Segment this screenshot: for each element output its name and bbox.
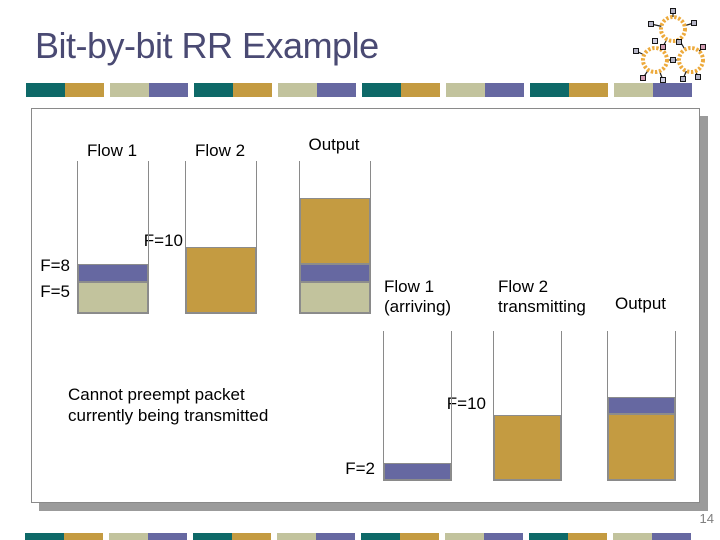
output-queue-label: Output xyxy=(308,135,360,154)
packet-purple-f2 xyxy=(384,463,451,480)
band-segment-teal xyxy=(193,533,232,540)
band-segment-pair xyxy=(445,533,523,540)
output-right-label: Output xyxy=(614,294,667,313)
decorative-band-top xyxy=(26,83,692,97)
packet-purple-f8 xyxy=(78,264,148,282)
band-segment-purple xyxy=(149,83,188,97)
packet-beige-output xyxy=(300,282,370,313)
band-segment-pair xyxy=(613,533,691,540)
band-segment-gold xyxy=(65,83,104,97)
band-segment-pair xyxy=(109,533,187,540)
band-segment-teal xyxy=(362,83,401,97)
band-segment-purple xyxy=(317,83,356,97)
band-segment-pair xyxy=(446,83,524,97)
band-segment-pair xyxy=(614,83,692,97)
slide-title: Bit-by-bit RR Example xyxy=(35,25,379,66)
flow2-transmitting-label-line1: Flow 2 xyxy=(498,277,549,296)
band-segment-pair xyxy=(529,533,607,540)
finish-tag-f10-left: F=10 xyxy=(143,231,183,250)
queue-flow2 xyxy=(185,161,257,314)
note-cannot-preempt: Cannot preempt packet currently being tr… xyxy=(68,384,268,426)
band-segment-beige xyxy=(109,533,148,540)
band-segment-beige xyxy=(613,533,652,540)
band-segment-pair xyxy=(362,83,440,97)
note-line2: currently being transmitted xyxy=(68,406,269,425)
packet-purple-output xyxy=(300,264,370,282)
packet-beige-f5 xyxy=(78,282,148,313)
band-segment-purple xyxy=(652,533,691,540)
band-segment-gold xyxy=(569,83,608,97)
band-segment-purple xyxy=(484,533,523,540)
flow1-queue-label: Flow 1 xyxy=(86,141,138,160)
band-segment-pair xyxy=(530,83,608,97)
band-segment-gold xyxy=(233,83,272,97)
band-segment-purple xyxy=(653,83,692,97)
band-segment-pair xyxy=(26,83,104,97)
band-segment-gold xyxy=(400,533,439,540)
band-segment-gold xyxy=(64,533,103,540)
band-segment-pair xyxy=(277,533,355,540)
flow2-transmitting-label-line2: transmitting xyxy=(498,297,586,316)
band-segment-beige xyxy=(614,83,653,97)
queue-flow2-transmitting xyxy=(493,331,562,481)
band-segment-teal xyxy=(361,533,400,540)
queue-flow1 xyxy=(77,161,149,314)
band-segment-teal xyxy=(194,83,233,97)
band-segment-gold xyxy=(401,83,440,97)
finish-tag-f10-right: F=10 xyxy=(446,394,486,413)
queue-flow1-arriving xyxy=(383,331,452,481)
band-segment-pair xyxy=(194,83,272,97)
band-segment-purple xyxy=(148,533,187,540)
page-number: 14 xyxy=(699,511,714,526)
flow2-transmitting-label: Flow 2 transmitting xyxy=(498,277,586,317)
band-segment-teal xyxy=(529,533,568,540)
band-segment-pair xyxy=(361,533,439,540)
decorative-band-bottom xyxy=(25,533,691,540)
band-segment-teal xyxy=(530,83,569,97)
band-segment-gold xyxy=(232,533,271,540)
packet-purple-output-right xyxy=(608,397,675,414)
queue-output xyxy=(299,161,371,314)
band-segment-pair xyxy=(278,83,356,97)
note-line1: Cannot preempt packet xyxy=(68,385,245,404)
band-segment-beige xyxy=(110,83,149,97)
flow1-arriving-label-line1: Flow 1 xyxy=(384,277,435,296)
band-segment-pair xyxy=(193,533,271,540)
band-segment-beige xyxy=(446,83,485,97)
band-segment-pair xyxy=(110,83,188,97)
diagram-panel: Flow 1 Flow 2 Output F=10 F=8 F=5 Cannot… xyxy=(31,108,700,503)
finish-tag-f2: F=2 xyxy=(345,459,375,478)
band-segment-beige xyxy=(277,533,316,540)
flow1-arriving-label-line2: (arriving) xyxy=(384,297,452,316)
band-segment-pair xyxy=(25,533,103,540)
band-segment-purple xyxy=(316,533,355,540)
network-rings-icon xyxy=(633,8,706,83)
finish-tag-f8: F=8 xyxy=(40,256,70,275)
band-segment-teal xyxy=(26,83,65,97)
packet-gold-f10-transmitting xyxy=(494,415,561,480)
packet-gold-output xyxy=(300,198,370,264)
flow2-queue-label: Flow 2 xyxy=(194,141,246,160)
queue-output-right xyxy=(607,331,676,481)
band-segment-beige xyxy=(445,533,484,540)
band-segment-teal xyxy=(25,533,64,540)
finish-tag-f5: F=5 xyxy=(40,282,70,301)
band-segment-purple xyxy=(485,83,524,97)
band-segment-beige xyxy=(278,83,317,97)
packet-gold-output-right xyxy=(608,414,675,480)
band-segment-gold xyxy=(568,533,607,540)
packet-gold-f10 xyxy=(186,247,256,313)
flow1-arriving-label: Flow 1 (arriving) xyxy=(384,277,451,317)
